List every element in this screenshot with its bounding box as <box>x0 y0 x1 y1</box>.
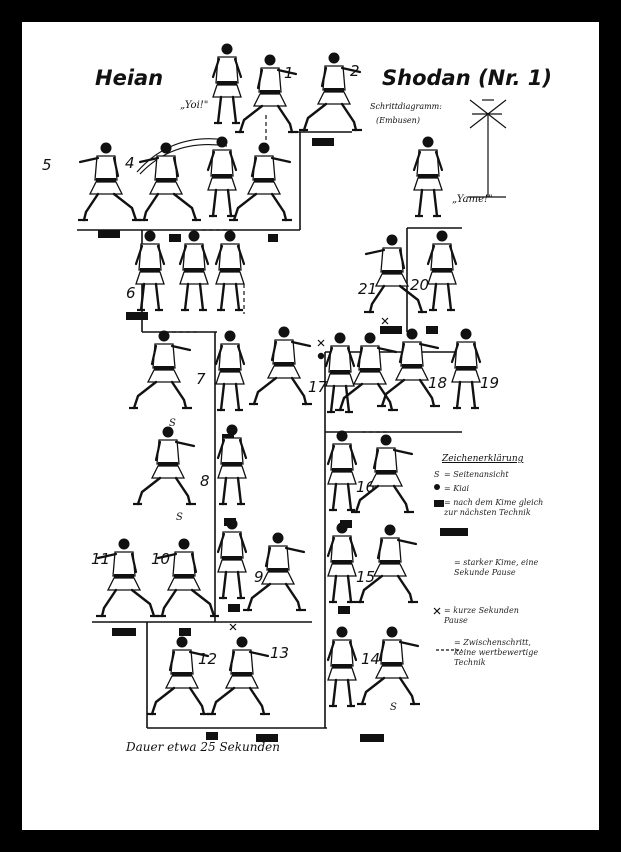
legend-text-kiai: = Kiai <box>444 484 470 493</box>
legend-text-pause: = kurze Sekunden Pause <box>444 606 519 625</box>
step-number-7: 7 <box>196 370 206 388</box>
embusen-diagram <box>468 99 507 198</box>
embusen-label-line1: Schrittdiagramm: <box>370 102 442 111</box>
step-number-5: 5 <box>42 156 52 174</box>
legend-text-strong-kime: = starker Kime, eine Sekunde Pause <box>454 558 539 577</box>
karate-figures <box>78 42 482 716</box>
call-yoi: „Yoi!" <box>180 100 209 111</box>
legend-text-short-kime: = nach dem Kime gleich zur nächsten Tech… <box>444 498 544 517</box>
footer-duration: Dauer etwa 25 Sekunden <box>126 740 280 754</box>
title-heian: Heian <box>95 66 164 90</box>
title-shodan: Shodan (Nr. 1) <box>382 66 552 90</box>
step-number-10: 10 <box>151 550 171 568</box>
side-mark-8: S <box>176 512 183 523</box>
step-number-17: 17 <box>308 378 328 396</box>
step-number-13: 13 <box>270 644 290 662</box>
side-mark-14: S <box>390 702 397 713</box>
step-number-15: 15 <box>356 568 376 586</box>
embusen-label-line2: (Embusen) <box>376 116 420 125</box>
step-number-19: 19 <box>480 374 500 392</box>
legend-heading: Zeichenerklärung <box>442 454 524 464</box>
side-mark-7: S <box>169 418 176 429</box>
call-yame: „Yame!" <box>452 194 493 205</box>
step-number-4: 4 <box>125 154 135 172</box>
step-number-20: 20 <box>410 276 430 294</box>
step-number-18: 18 <box>428 374 448 392</box>
legend-symbol-s: S <box>434 470 440 479</box>
kata-drawing <box>77 42 507 742</box>
step-number-8: 8 <box>200 472 210 490</box>
intermediate-step-arrows <box>172 114 390 433</box>
turn-arc <box>136 138 228 173</box>
step-number-9: 9 <box>254 568 264 586</box>
step-number-21: 21 <box>358 280 378 298</box>
step-path <box>77 131 477 729</box>
pause-marks <box>229 317 462 651</box>
step-number-6: 6 <box>126 284 136 302</box>
kiai-marks <box>317 352 440 490</box>
kata-sheet: Heian Shodan (Nr. 1) „Yoi!" „Yame!" Schr… <box>22 22 599 830</box>
step-number-11: 11 <box>91 550 111 568</box>
legend-text-side: = Seitenansicht <box>444 470 509 479</box>
step-number-14: 14 <box>361 650 381 668</box>
legend-text-intermediate-step: = Zwischenschritt, keine wertbewertige T… <box>454 638 539 667</box>
